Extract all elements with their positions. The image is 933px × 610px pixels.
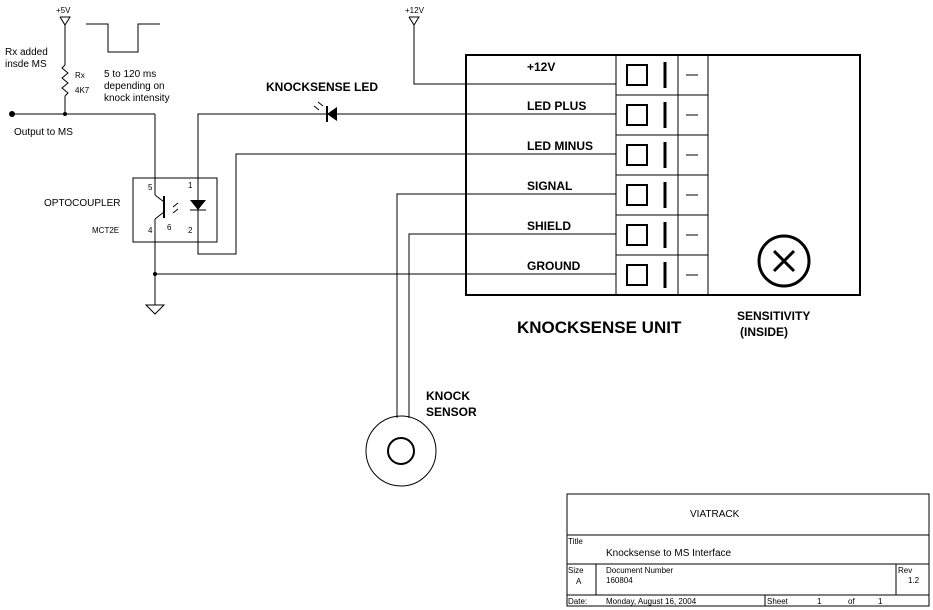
knocksense-unit: +12V LED PLUS LED MINUS SIGNAL SHIELD GR… xyxy=(465,54,861,296)
supply-12v-label: +12V xyxy=(405,6,425,15)
terminal-4 xyxy=(626,182,698,208)
document-number: 160804 xyxy=(606,576,633,585)
pin-6-label: 6 xyxy=(167,223,172,232)
optocoupler-part: MCT2E xyxy=(92,226,119,235)
terminal-label-12v: +12V xyxy=(527,60,555,74)
knock-sensor: KNOCK SENSOR xyxy=(365,389,477,487)
optocoupler-label: OPTOCOUPLER xyxy=(44,198,121,209)
of-label: of xyxy=(848,597,855,606)
terminal-3 xyxy=(626,142,698,168)
pulse-note-line1: 5 to 120 ms xyxy=(104,69,156,80)
knocksense-led: KNOCKSENSE LED xyxy=(266,80,616,122)
rev-value: 1.2 xyxy=(908,576,920,585)
knock-sensor-label-2: SENSOR xyxy=(426,405,477,419)
wire-signal xyxy=(396,193,616,418)
rx-note-line2: insde MS xyxy=(5,59,47,70)
supply-5v-label: +5V xyxy=(56,6,71,15)
terminal-6 xyxy=(626,262,698,288)
date-label: Date: xyxy=(568,597,587,606)
document-number-label: Document Number xyxy=(606,566,673,575)
size-value: A xyxy=(576,577,582,586)
date-value: Monday, August 16, 2004 xyxy=(606,597,697,606)
supply-12v: +12V xyxy=(405,6,616,85)
pin-5-label: 5 xyxy=(148,183,153,192)
sensitivity-label-1: SENSITIVITY xyxy=(737,309,810,323)
pulse-note-line3: knock intensity xyxy=(104,93,170,104)
terminal-label-signal: SIGNAL xyxy=(527,179,572,193)
pin-1-label: 1 xyxy=(188,181,193,190)
wire-led-minus xyxy=(197,153,616,255)
pullup-resistor: Rx 4K7 xyxy=(61,64,90,114)
unit-title: KNOCKSENSE UNIT xyxy=(517,318,682,337)
sheet-label: Sheet xyxy=(767,597,789,606)
sensitivity-pot-icon xyxy=(757,234,811,288)
size-label: Size xyxy=(568,566,584,575)
knocksense-led-label: KNOCKSENSE LED xyxy=(266,80,378,94)
wire-shield xyxy=(408,233,616,418)
wire-led-plus xyxy=(197,113,330,178)
rev-label: Rev xyxy=(898,566,912,575)
knock-sensor-label-1: KNOCK xyxy=(426,389,470,403)
pin-4-label: 4 xyxy=(148,226,153,235)
supply-5v: +5V xyxy=(56,6,71,65)
ground-symbol xyxy=(144,274,166,315)
pin-2-label: 2 xyxy=(188,226,193,235)
terminal-label-led-plus: LED PLUS xyxy=(527,99,586,113)
rx-value: 4K7 xyxy=(75,86,90,95)
terminal-5 xyxy=(626,222,698,248)
terminal-label-led-minus: LED MINUS xyxy=(527,139,593,153)
terminal-block xyxy=(616,94,708,256)
document-title: Knocksense to MS Interface xyxy=(606,548,732,559)
rx-note-line1: Rx added xyxy=(5,47,48,58)
title-block: VIATRACK Title Knocksense to MS Interfac… xyxy=(566,493,930,607)
rx-label: Rx xyxy=(75,71,85,80)
sheet-total: 1 xyxy=(878,597,883,606)
title-label: Title xyxy=(568,537,583,546)
terminal-label-ground: GROUND xyxy=(527,259,581,273)
sensitivity-label-2: (INSIDE) xyxy=(740,325,788,339)
pulse-note-line2: depending on xyxy=(104,81,165,92)
company-name: VIATRACK xyxy=(690,509,740,520)
terminal-1 xyxy=(626,62,698,88)
optocoupler: OPTOCOUPLER MCT2E 5 4 6 1 2 xyxy=(44,177,218,243)
sheet-number: 1 xyxy=(817,597,822,606)
terminal-2 xyxy=(626,102,698,128)
terminal-label-shield: SHIELD xyxy=(527,219,571,233)
pulse-waveform: 5 to 120 ms depending on knock intensity xyxy=(86,23,170,104)
output-to-ms: Output to MS xyxy=(9,111,156,178)
output-label: Output to MS xyxy=(14,127,73,138)
